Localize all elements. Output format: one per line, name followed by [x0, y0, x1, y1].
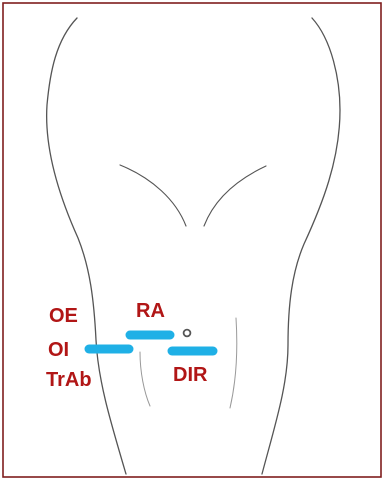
right-crease [204, 166, 266, 226]
label-trab: TrAb [46, 370, 92, 390]
torso-left-outline [47, 18, 126, 474]
label-dir: DIR [173, 365, 207, 385]
label-oi: OI [48, 340, 69, 360]
label-oe: OE [49, 306, 78, 326]
left-abdominal-line [140, 352, 150, 406]
figure-frame [3, 3, 381, 477]
right-abdominal-line [230, 318, 237, 408]
navel-marker [184, 330, 191, 337]
label-ra: RA [136, 301, 165, 321]
torso-right-outline [262, 18, 340, 474]
left-crease [120, 165, 186, 226]
